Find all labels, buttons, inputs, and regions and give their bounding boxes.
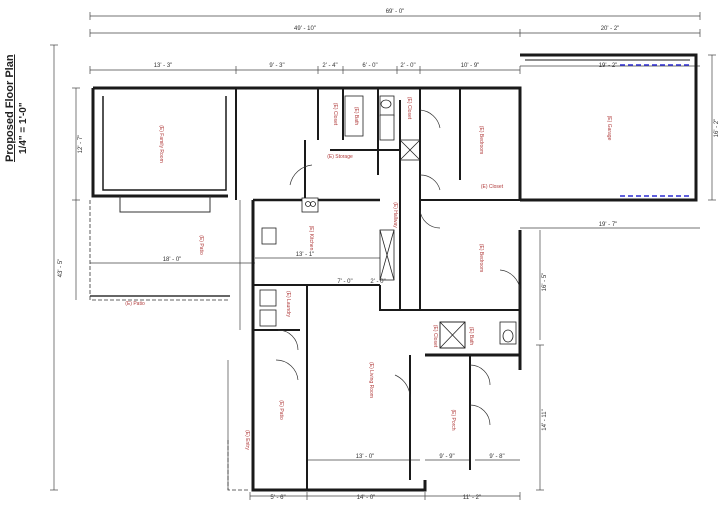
- label-living-room: (E) Living Room: [368, 362, 374, 398]
- dim-garage-inner-top: 19' - 2": [599, 63, 618, 69]
- label-family-room: (E) Family Room: [158, 125, 164, 163]
- dim-top-seg-5: 2' - 0": [400, 63, 415, 69]
- label-patio-3: (E) Patio: [125, 301, 145, 307]
- dim-living-width: 13' - 0": [356, 454, 375, 460]
- label-closet-2: (E) Closet: [406, 97, 412, 120]
- dim-garage-width: 20' - 2": [601, 26, 620, 32]
- dimension-text: 69' - 0" 49' - 10" 20' - 2" 13' - 3" 9' …: [154, 9, 620, 501]
- dim-bottom-seg-2: 14' - 0": [357, 495, 376, 501]
- dim-garage-depth: 16' - 2": [714, 119, 720, 138]
- dimension-lines: [50, 12, 716, 500]
- label-patio-1: (E) Patio: [198, 235, 204, 255]
- dim-top-seg-3: 2' - 4": [322, 63, 337, 69]
- dim-overall-width: 69' - 0": [386, 9, 405, 15]
- dim-hall-width: 7' - 0": [337, 279, 352, 285]
- label-patio-2: (E) Patio: [278, 400, 284, 420]
- door-swings: [275, 109, 521, 426]
- dim-overall-depth: 43' - 5": [58, 259, 64, 278]
- label-porch: (E) Porch: [450, 409, 456, 430]
- dim-top-seg-4: 6' - 0": [362, 63, 377, 69]
- dimension-text-vertical: 43' - 5" 12' - 7" 16' - 2" 16' - 5" 14' …: [58, 119, 720, 431]
- dim-garage-inner-bottom: 19' - 7": [599, 222, 618, 228]
- label-closet-4: (E) Closet: [432, 325, 438, 348]
- label-closet-1: (E) Closet: [332, 103, 338, 126]
- label-closet-3: (E) Closet: [481, 184, 504, 190]
- label-laundry: (E) Laundry: [285, 291, 291, 318]
- label-bedroom-1: (E) Bedroom: [478, 126, 484, 154]
- dim-right-mid: 16' - 5": [542, 273, 548, 292]
- dim-bottom-seg-1: 5' - 6": [270, 495, 285, 501]
- label-storage: (E) Storage: [327, 154, 353, 160]
- label-bath-1: (E) Bath: [353, 107, 359, 126]
- patio-wall: [90, 196, 230, 297]
- dim-right-lower: 14' - 11": [542, 409, 548, 431]
- dim-left-upper: 12' - 7": [78, 135, 84, 154]
- dim-patio-width: 18' - 0": [163, 257, 182, 263]
- dim-house-width: 49' - 10": [294, 26, 316, 32]
- label-bedroom-2: (E) Bedroom: [478, 244, 484, 272]
- fixtures: [259, 95, 517, 349]
- label-garage: (E) Garage: [606, 116, 612, 141]
- dim-top-seg-2: 9' - 3": [269, 63, 284, 69]
- garage-doors: [620, 64, 692, 197]
- dim-top-seg-6: 10' - 9": [461, 63, 480, 69]
- dim-bottom-seg-3: 11' - 2": [463, 495, 481, 501]
- label-kitchen: (E) Kitchen: [308, 226, 314, 251]
- dim-bed2-width: 9' - 8": [489, 454, 504, 460]
- label-entry: (E) Entry: [244, 430, 250, 450]
- dim-kitchen-width: 13' - 1": [296, 252, 315, 258]
- dim-hall2-width: 2' - 0": [370, 279, 385, 285]
- dim-bath2-width: 9' - 9": [439, 454, 454, 460]
- dim-top-seg-1: 13' - 3": [154, 63, 173, 69]
- patio-outlines: [89, 200, 250, 491]
- room-labels: (E) Family Room (E) Garage (E) Bedroom (…: [125, 97, 612, 450]
- label-hallway: (E) Hallway: [392, 202, 398, 228]
- walls: [91, 53, 698, 492]
- label-bath-2: (E) Bath: [468, 327, 474, 346]
